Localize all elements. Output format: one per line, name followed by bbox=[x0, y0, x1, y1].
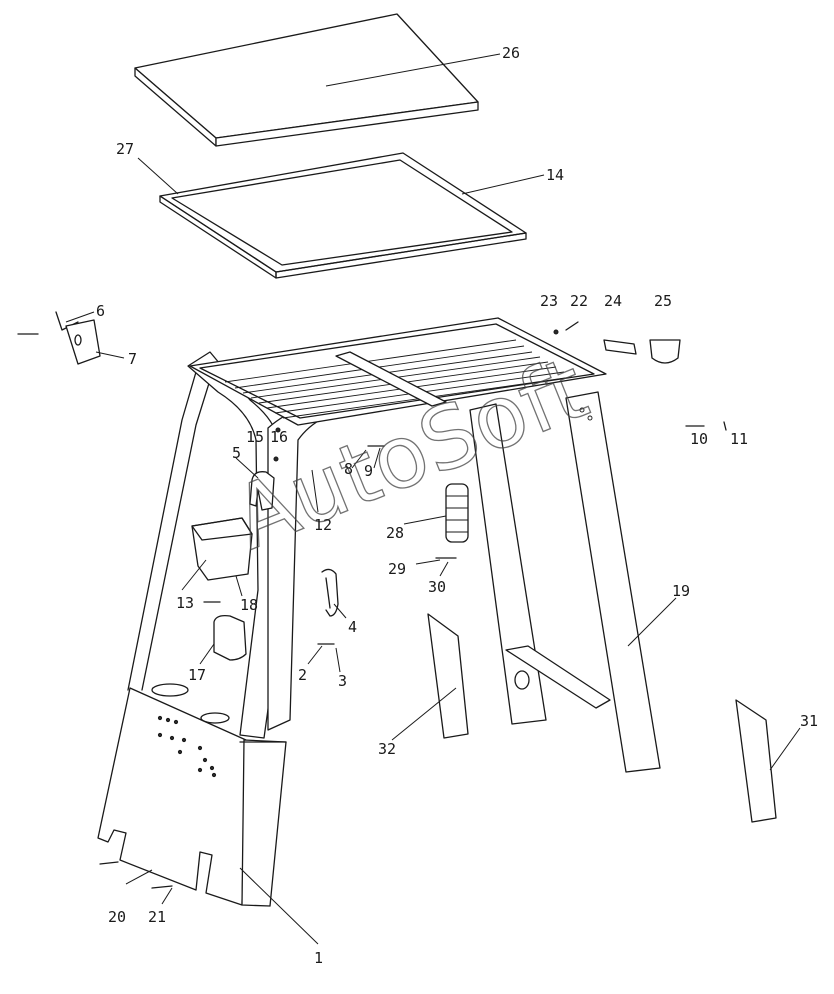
callout-25: 25 bbox=[654, 292, 672, 310]
part-24 bbox=[603, 339, 637, 355]
callout-30: 30 bbox=[428, 578, 446, 596]
part-main-frame bbox=[97, 317, 661, 907]
callout-26: 26 bbox=[502, 44, 520, 62]
part-bracket-5 bbox=[249, 471, 275, 511]
part-6-7 bbox=[55, 311, 101, 365]
part-top-panel bbox=[134, 13, 479, 147]
callout-32: 32 bbox=[378, 740, 396, 758]
part-32 bbox=[427, 613, 469, 739]
callout-14: 14 bbox=[546, 166, 564, 184]
callout-5: 5 bbox=[232, 444, 241, 462]
part-box-13 bbox=[191, 517, 253, 581]
part-25 bbox=[649, 339, 681, 364]
callout-29: 29 bbox=[388, 560, 406, 578]
callout-2: 2 bbox=[298, 666, 307, 684]
callout-22: 22 bbox=[570, 292, 588, 310]
part-tray-frame bbox=[159, 152, 527, 279]
callout-20: 20 bbox=[108, 908, 126, 926]
callout-27: 27 bbox=[116, 140, 134, 158]
callout-12: 12 bbox=[314, 516, 332, 534]
callout-24: 24 bbox=[604, 292, 622, 310]
callout-8: 8 bbox=[344, 460, 353, 478]
grate-slats bbox=[224, 339, 573, 419]
callout-15: 15 bbox=[246, 428, 264, 446]
callout-6: 6 bbox=[96, 302, 105, 320]
callout-1: 1 bbox=[314, 949, 323, 967]
callout-10: 10 bbox=[690, 430, 708, 448]
callout-16: 16 bbox=[270, 428, 288, 446]
callout-18: 18 bbox=[240, 596, 258, 614]
callout-4: 4 bbox=[348, 618, 357, 636]
part-handle-4 bbox=[321, 568, 339, 617]
callout-17: 17 bbox=[188, 666, 206, 684]
callout-21: 21 bbox=[148, 908, 166, 926]
screws bbox=[17, 321, 727, 889]
callout-28: 28 bbox=[386, 524, 404, 542]
callout-23: 23 bbox=[540, 292, 558, 310]
callout-7: 7 bbox=[128, 350, 137, 368]
part-31 bbox=[735, 699, 777, 823]
callout-9: 9 bbox=[364, 462, 373, 480]
callout-31: 31 bbox=[800, 712, 818, 730]
callout-19: 19 bbox=[672, 582, 690, 600]
callout-labels: 1 2 3 4 5 6 7 8 9 10 11 12 13 14 15 16 1… bbox=[96, 44, 818, 967]
part-grille-28 bbox=[445, 483, 469, 543]
panel-holes bbox=[157, 715, 217, 778]
part-handle-17 bbox=[213, 614, 247, 661]
callout-11: 11 bbox=[730, 430, 748, 448]
callout-3: 3 bbox=[338, 672, 347, 690]
callout-13: 13 bbox=[176, 594, 194, 612]
leader-lines bbox=[65, 53, 801, 945]
